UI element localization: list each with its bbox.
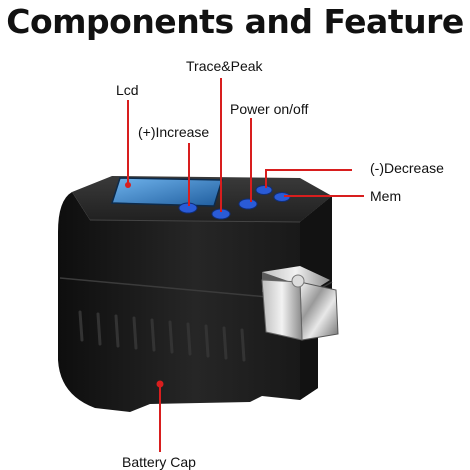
leader-lines [127, 78, 364, 452]
body-seam-edge [89, 219, 301, 223]
control-buttons [178, 185, 291, 220]
grip-ribs [78, 310, 246, 362]
leader-decrease [265, 169, 352, 188]
label-battery: Battery Cap [122, 454, 196, 470]
page-title: Components and Feature [6, 2, 464, 41]
detent-ball [291, 274, 305, 288]
device-body [58, 192, 332, 412]
label-mem: Mem [370, 188, 402, 204]
power-button[interactable] [238, 198, 258, 210]
label-power: Power on/off [230, 101, 309, 117]
label-decrease: (-)Decrease [370, 160, 444, 176]
decrease-button[interactable] [255, 185, 273, 195]
drive-side [261, 279, 303, 341]
label-lcd: Lcd [116, 82, 139, 98]
leader-dots [125, 182, 164, 388]
label-increase: (+)Increase [138, 124, 210, 140]
label-trace-peak: Trace&Peak [186, 58, 263, 74]
drive-face [299, 281, 339, 341]
square-drive [261, 266, 339, 341]
